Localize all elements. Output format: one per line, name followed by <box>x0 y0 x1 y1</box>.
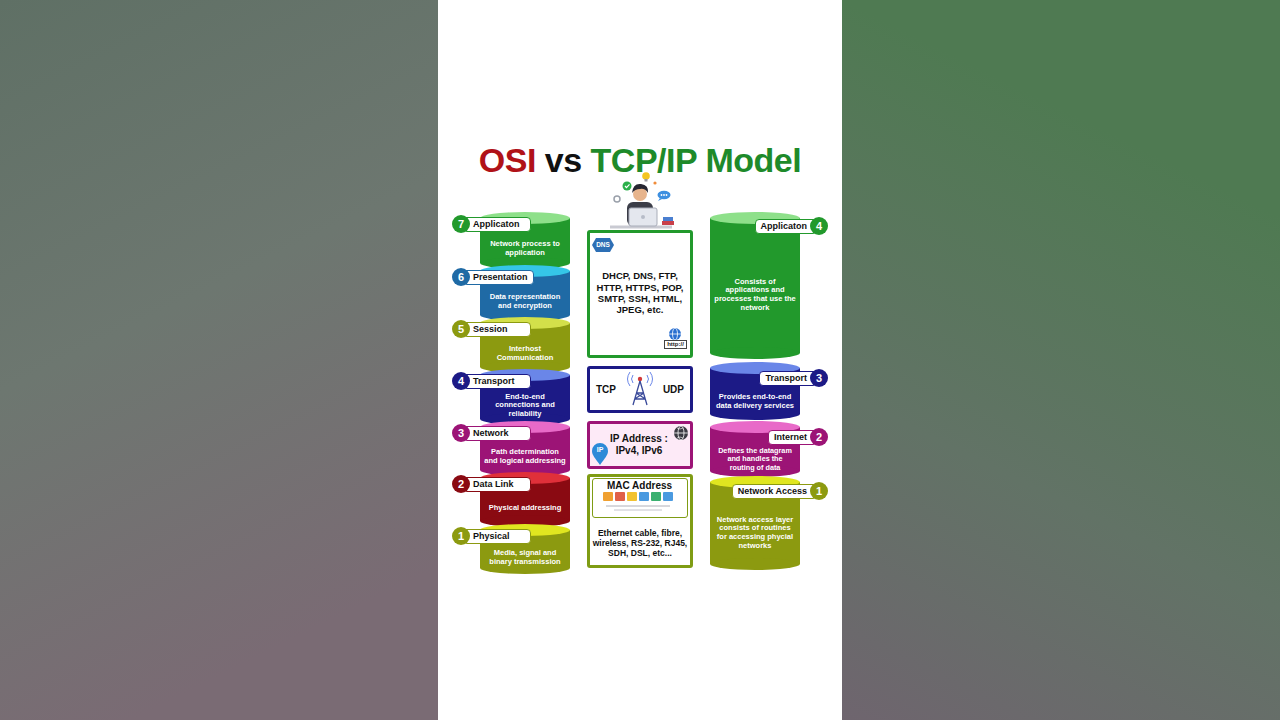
layer-name: Transport <box>463 374 531 389</box>
protocol-text: UDP <box>654 384 684 396</box>
layer-number: 3 <box>452 424 470 442</box>
layer-name: Physical <box>463 529 531 544</box>
layer-tab: Applicaton4 <box>755 217 829 235</box>
layer-name: Applicaton <box>463 217 531 232</box>
pin-icon <box>592 443 608 465</box>
tower-icon <box>628 372 653 405</box>
protocol-text: Ethernet cable, fibre, wireless, RS-232,… <box>592 528 688 559</box>
layer-description: Interhost Communication <box>484 345 566 362</box>
layer-cylinder: 5SessionInterhost Communication <box>452 317 570 373</box>
title-part: TCP/IP <box>591 141 706 179</box>
layer-tab: Internet2 <box>768 428 828 446</box>
layer-description: Consists of applications and processes t… <box>714 278 796 313</box>
layer-number: 1 <box>810 482 828 500</box>
cylinder-base <box>710 347 800 359</box>
title-part: OSI <box>479 141 545 179</box>
person-illustration <box>610 172 674 227</box>
layer-tab: Transport3 <box>759 369 828 387</box>
cylinder-base <box>710 408 800 420</box>
globe-icon <box>674 426 688 440</box>
protocol-box: DHCP, DNS, FTP, HTTP, HTTPS, POP, SMTP, … <box>587 230 693 358</box>
box-fill <box>590 424 690 466</box>
layer-cylinder: 1PhysicalMedia, signal and binary transm… <box>452 524 570 574</box>
layer-number: 4 <box>810 217 828 235</box>
layer-description: Provides end-to-end data delivery servic… <box>714 393 796 410</box>
layer-tab: 5Session <box>452 320 531 338</box>
layer-description: Path determination and logical addressin… <box>484 448 566 465</box>
layer-cylinder: 3NetworkPath determination and logical a… <box>452 421 570 476</box>
protocol-box: TCP UDP <box>587 366 693 413</box>
layer-description: Network process to application <box>484 240 566 257</box>
title-part: vs <box>545 141 591 179</box>
dns-badge-icon <box>592 238 614 252</box>
protocol-box: MAC AddressEthernet cable, fibre, wirele… <box>587 474 693 568</box>
layer-number: 4 <box>452 372 470 390</box>
cylinder-base <box>710 558 800 570</box>
cylinder-body <box>710 218 800 353</box>
layer-description: Data representation and encryption <box>484 293 566 310</box>
layer-description: Defines the datagram and handles the rou… <box>714 447 796 472</box>
layer-description: End-to-end connections and reliability <box>484 393 566 419</box>
blurred-side <box>0 0 438 720</box>
white-panel <box>438 0 842 720</box>
layer-cylinder: 2Data LinkPhysical addressing <box>452 472 570 527</box>
layer-tab: 1Physical <box>452 527 531 545</box>
layer-name: Network Access <box>732 484 817 499</box>
protocol-text: TCP <box>596 384 626 396</box>
layer-tab: 7Applicaton <box>452 215 531 233</box>
layer-tab: Network Access1 <box>732 482 828 500</box>
layer-name: Presentation <box>463 270 534 285</box>
layer-description: Network access layer consists of routine… <box>714 516 796 551</box>
layer-cylinder: 7ApplicatonNetwork process to applicatio… <box>452 212 570 269</box>
layer-tab: 6Presentation <box>452 268 534 286</box>
protocol-text: DHCP, DNS, FTP, HTTP, HTTPS, POP, SMTP, … <box>594 270 686 316</box>
layer-tab: 2Data Link <box>452 475 531 493</box>
layer-number: 1 <box>452 527 470 545</box>
layer-name: Applicaton <box>755 219 818 234</box>
layer-cylinder: Transport3Provides end-to-end data deliv… <box>710 362 828 420</box>
protocol-box: MAC Address <box>592 478 688 518</box>
layer-cylinder: Network Access1Network access layer cons… <box>710 476 828 570</box>
icon-label: DNS <box>594 241 612 249</box>
layer-cylinder: Applicaton4Consists of applications and … <box>710 212 828 359</box>
layer-number: 7 <box>452 215 470 233</box>
layer-number: 5 <box>452 320 470 338</box>
title-part: Model <box>705 141 801 179</box>
layer-cylinder: Internet2Defines the datagram and handle… <box>710 421 828 477</box>
layer-name: Network <box>463 426 531 441</box>
layer-number: 2 <box>452 475 470 493</box>
layer-number: 6 <box>452 268 470 286</box>
layer-tab: 4Transport <box>452 372 531 390</box>
layer-cylinder: 6PresentationData representation and enc… <box>452 265 570 321</box>
icon-label: http:// <box>664 340 687 349</box>
layer-description: Physical addressing <box>484 504 566 513</box>
layer-number: 3 <box>810 369 828 387</box>
mac-chips <box>603 492 673 510</box>
layer-tab: 3Network <box>452 424 531 442</box>
protocol-text: MAC Address <box>593 480 686 492</box>
layer-description: Media, signal and binary transmission <box>484 549 566 566</box>
blurred-side <box>842 0 1280 720</box>
layer-name: Data Link <box>463 477 531 492</box>
protocol-text: IP Address : IPv4, IPv6 <box>604 433 674 457</box>
icon-label: IP <box>594 446 606 454</box>
protocol-box: IP Address : IPv4, IPv6 <box>587 421 693 469</box>
layer-name: Session <box>463 322 531 337</box>
http-globe-icon <box>669 328 681 340</box>
layer-name: Transport <box>759 371 817 386</box>
title: OSI vs TCP/IP Model <box>0 141 1280 180</box>
layer-cylinder: 4TransportEnd-to-end connections and rel… <box>452 369 570 425</box>
layer-number: 2 <box>810 428 828 446</box>
